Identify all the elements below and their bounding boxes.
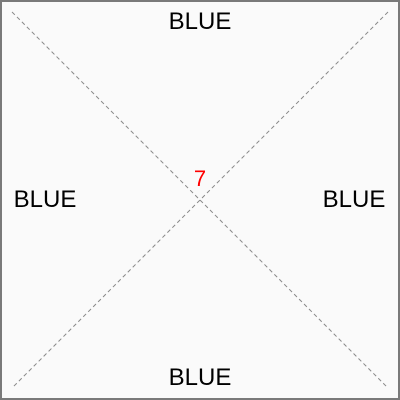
center-number: 7 xyxy=(193,166,207,191)
option-right[interactable]: BLUE xyxy=(322,186,386,213)
option-left[interactable]: BLUE xyxy=(13,186,77,213)
option-bottom[interactable]: BLUE xyxy=(168,364,232,391)
diagonal-line-tr-bl xyxy=(11,11,389,389)
option-top[interactable]: BLUE xyxy=(168,8,232,35)
diagonal-line-tl-br xyxy=(11,11,389,389)
